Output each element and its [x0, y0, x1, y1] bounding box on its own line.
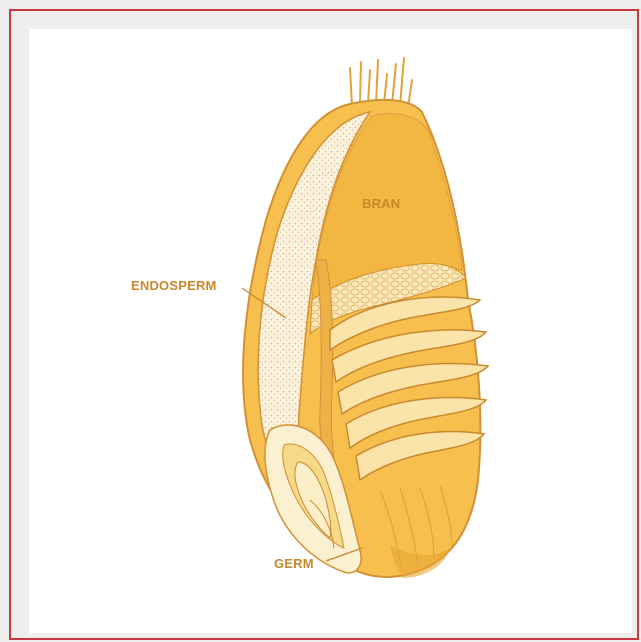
bran-label: BRAN — [362, 196, 400, 211]
endosperm-label: ENDOSPERM — [131, 278, 217, 293]
germ-label: GERM — [274, 556, 314, 571]
